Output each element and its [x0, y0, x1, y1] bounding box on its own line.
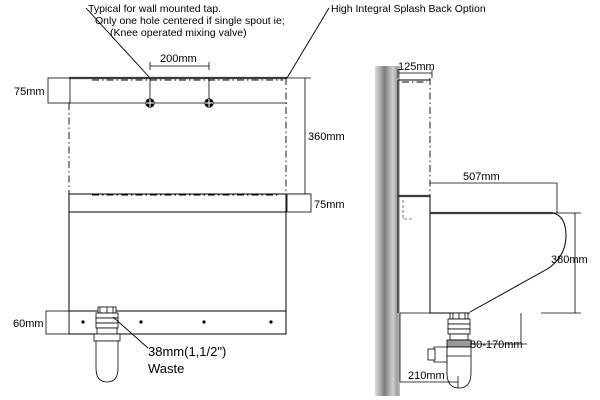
bracket-point-3	[202, 320, 206, 324]
side-elevation-view: 125mm 507mm	[375, 61, 588, 396]
dim-splash-back-depth: 125mm	[397, 61, 435, 78]
dim-bowl-height: 360mm	[287, 77, 345, 195]
bowl-curve	[469, 212, 567, 313]
tap-hole-left	[145, 78, 155, 108]
waste-callout-line-2: Waste	[148, 361, 184, 376]
dim-label-60mm: 60mm	[13, 318, 44, 330]
dim-splash-back-height: 75mm	[14, 77, 71, 104]
dim-label-75mm-top: 75mm	[14, 86, 45, 98]
tap-note-line-1: Typical for wall mounted tap.	[88, 3, 221, 15]
dim-label-80-170mm: 80-170mm	[470, 339, 523, 351]
dim-label-200mm: 200mm	[160, 53, 197, 65]
dim-overall-height: 380mm	[541, 212, 588, 314]
dim-label-507mm: 507mm	[463, 171, 500, 183]
bracket-point-2	[139, 320, 143, 324]
tap-note-line-2: Only one hole centered if single spout i…	[95, 15, 285, 27]
side-bowl-profile	[430, 211, 567, 314]
dim-label-75mm-band: 75mm	[314, 199, 345, 211]
dim-trap-offset: 210mm	[400, 370, 459, 388]
dim-label-360mm: 360mm	[308, 131, 345, 143]
front-elevation-view: 200mm 75mm	[13, 53, 345, 383]
splash-back-note-line-1: High Integral Splash Back Option	[331, 3, 486, 15]
side-splash-back	[397, 78, 431, 196]
waste-callout-group: 38mm(1,1/2") Waste	[112, 316, 226, 376]
tap-note-line-3: (Knee operated mixing valve)	[110, 27, 247, 39]
bracket-point-4	[269, 320, 273, 324]
dim-overall-depth: 507mm	[430, 171, 558, 213]
dim-apron-height: 60mm	[13, 310, 70, 335]
front-waste-trap	[93, 306, 121, 383]
front-rim-band	[68, 193, 287, 213]
side-waste-trap	[427, 312, 472, 389]
bracket-point-1	[81, 320, 85, 324]
dim-label-125mm: 125mm	[398, 61, 435, 73]
dim-trap-height-range: 80-170mm	[470, 313, 527, 351]
dim-tap-spacing: 200mm	[149, 53, 210, 70]
splash-back-note-leader	[286, 7, 330, 79]
dim-label-210mm: 210mm	[408, 370, 445, 382]
splash-back-note-group: High Integral Splash Back Option	[286, 3, 486, 79]
dim-label-380mm: 380mm	[551, 254, 588, 266]
side-hidden-detail	[402, 200, 412, 220]
side-back-panel	[397, 194, 431, 313]
tap-note-leader	[85, 7, 151, 79]
waste-callout-line-1: 38mm(1,1/2")	[148, 344, 226, 359]
tap-note-group: Typical for wall mounted tap. Only one h…	[85, 3, 285, 79]
wall-hatch	[375, 66, 400, 396]
waste-callout-leader	[112, 316, 149, 349]
front-bowl-body	[68, 211, 287, 311]
dim-rim-band-height: 75mm	[286, 193, 345, 213]
tap-hole-right	[204, 78, 214, 108]
